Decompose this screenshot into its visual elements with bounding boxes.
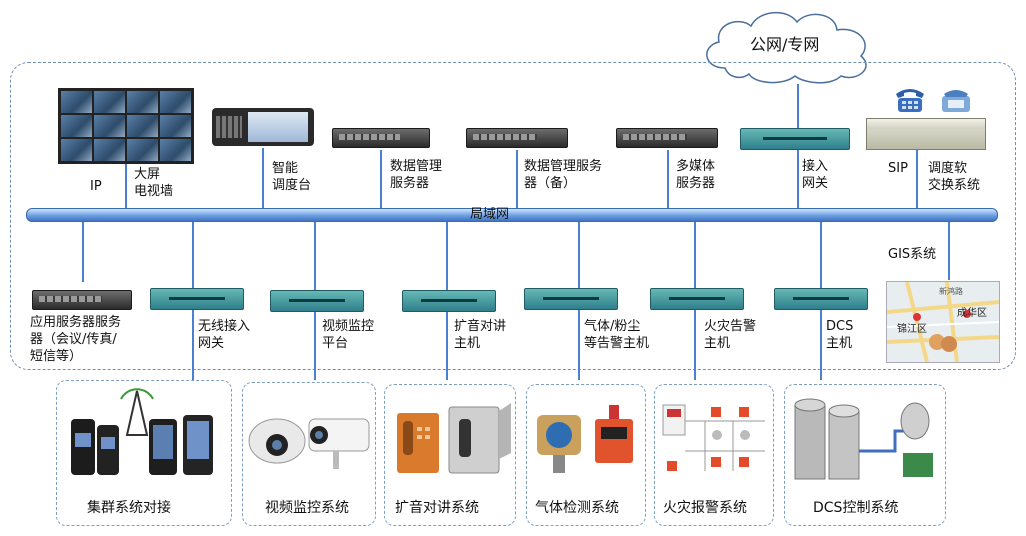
link-access-gateway	[797, 148, 799, 210]
map-label-jinjiang: 锦江区	[897, 324, 927, 335]
gis-label: GIS系统	[888, 247, 937, 262]
gas-system-title: 气体检测系统	[535, 500, 619, 516]
access-gateway-icon	[740, 128, 850, 150]
phone-icon	[896, 89, 924, 112]
cloud-link	[797, 84, 799, 128]
pa-host-label: 扩音对讲 主机	[454, 319, 507, 351]
dcs-system-box: DCS控制系统	[784, 384, 946, 526]
dispatch-console-icon	[212, 108, 314, 146]
video-platform-icon	[270, 290, 364, 312]
link-videowall	[125, 160, 127, 210]
fire-system-title: 火灾报警系统	[663, 500, 747, 516]
gas-system-box: 气体检测系统	[526, 384, 646, 526]
gis-map: 成华区 锦江区 新鸿路	[886, 281, 1000, 363]
data-server-backup-icon	[466, 128, 568, 148]
app-server-icon	[32, 290, 132, 310]
access-gateway-label: 接入 网关	[802, 159, 829, 191]
fire-alarm-diagram-icon	[662, 404, 765, 471]
fax-phone-icon	[942, 90, 970, 112]
map-label-road: 新鸿路	[939, 287, 963, 296]
fire-host-icon	[650, 288, 744, 310]
fire-system-box: 火灾报警系统	[654, 384, 774, 526]
map-label-chenghua: 成华区	[957, 308, 987, 319]
link-softswitch	[916, 148, 918, 210]
softswitch-label: 调度软 交换系统	[928, 161, 981, 193]
cloud-icon	[706, 12, 867, 84]
lan-frame	[10, 62, 1016, 370]
dcs-host-label: DCS 主机	[826, 319, 854, 351]
link-gis	[948, 220, 950, 280]
media-server-icon	[616, 128, 718, 148]
video-system-box: 视频监控系统	[242, 382, 376, 526]
pa-system-title: 扩音对讲系统	[395, 500, 479, 516]
ip-label: IP	[90, 179, 102, 194]
data-server-backup-label: 数据管理服务 器（备）	[524, 159, 603, 191]
sip-label: SIP	[888, 161, 908, 176]
gas-host-icon	[524, 288, 618, 310]
intercom-icon	[397, 403, 511, 474]
lan-bus	[26, 208, 998, 222]
data-server-label: 数据管理 服务器	[390, 159, 443, 191]
softswitch-icon	[866, 118, 986, 150]
dispatch-console-label: 智能 调度台	[272, 161, 312, 193]
dcs-host-icon	[774, 288, 868, 310]
link-app-server	[82, 220, 84, 282]
trunking-system-title: 集群系统对接	[87, 500, 171, 516]
dcs-tanks-icon	[794, 398, 933, 480]
media-server-label: 多媒体 服务器	[676, 159, 716, 191]
data-server-icon	[332, 128, 430, 148]
radio-handset-icon	[71, 388, 213, 475]
link-data-server-backup	[516, 150, 518, 210]
pa-system-box: 扩音对讲系统	[384, 384, 516, 526]
wireless-gateway-icon	[150, 288, 244, 310]
link-media-server	[667, 150, 669, 210]
video-system-title: 视频监控系统	[265, 500, 349, 516]
wireless-gateway-label: 无线接入 网关	[198, 319, 251, 351]
camera-icon	[248, 418, 370, 469]
gas-host-label: 气体/粉尘 等告警主机	[584, 319, 650, 351]
video-wall-label: 大屏 电视墙	[134, 167, 174, 199]
lan-label: 局域网	[470, 207, 510, 222]
pa-host-icon	[402, 290, 496, 312]
cloud-label: 公网/专网	[750, 35, 820, 54]
dcs-system-title: DCS控制系统	[813, 500, 899, 516]
app-server-label: 应用服务器服务 器（会议/传真/ 短信等）	[30, 315, 122, 364]
map-roads-icon	[887, 282, 999, 362]
link-console	[262, 148, 264, 210]
video-platform-label: 视频监控 平台	[322, 319, 375, 351]
link-data-server	[380, 150, 382, 210]
fire-host-label: 火灾告警 主机	[704, 319, 757, 351]
video-wall-icon	[58, 88, 194, 164]
trunking-system-box: 集群系统对接	[56, 380, 232, 526]
gas-detector-icon	[537, 405, 633, 473]
